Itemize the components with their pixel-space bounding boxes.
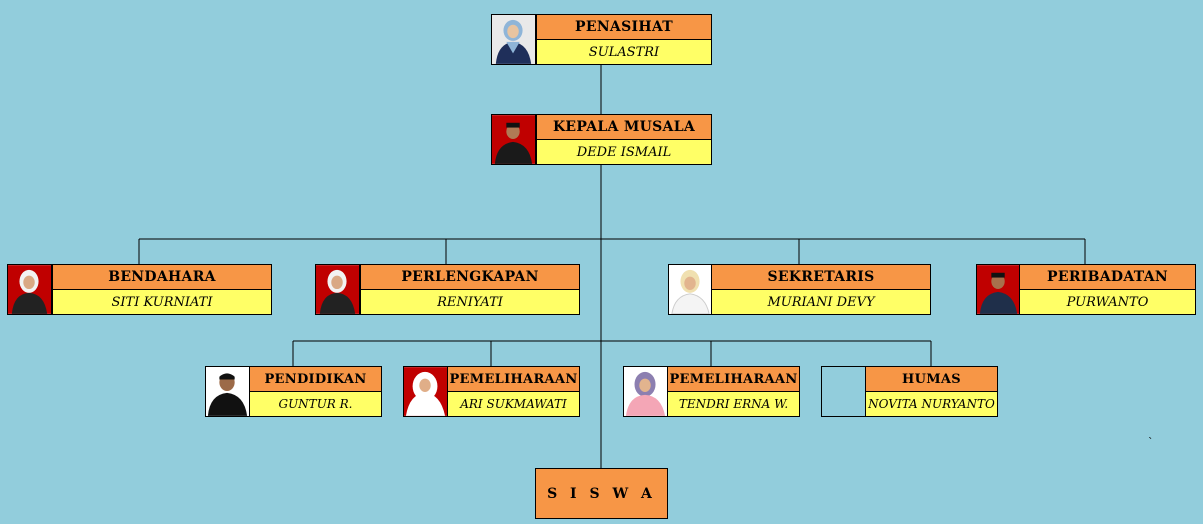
avatar-pemeliharaan-1	[403, 366, 448, 417]
node-title: HUMAS	[865, 366, 998, 392]
node-title: SEKRETARIS	[711, 264, 931, 290]
avatar-peribadatan	[976, 264, 1021, 315]
node-title: PERIBADATAN	[1019, 264, 1196, 290]
node-name: TENDRI ERNA W.	[667, 391, 800, 417]
node-title: PENASIHAT	[536, 14, 712, 40]
avatar-sekretaris	[668, 264, 713, 315]
node-siswa: S I S W A	[535, 468, 668, 519]
node-title: PENDIDIKAN	[249, 366, 382, 392]
avatar-kepala-musala	[491, 114, 536, 165]
avatar-humas-placeholder	[821, 366, 866, 417]
node-name: GUNTUR R.	[249, 391, 382, 417]
node-name: ARI SUKMAWATI	[447, 391, 580, 417]
avatar-penasihat	[491, 14, 536, 65]
node-title: KEPALA MUSALA	[536, 114, 712, 140]
avatar-bendahara	[7, 264, 52, 315]
node-name: DEDE ISMAIL	[536, 139, 712, 165]
node-name: NOVITA NURYANTO	[865, 391, 998, 417]
node-name: RENIYATI	[360, 289, 580, 315]
node-name: MURIANI DEVY	[711, 289, 931, 315]
avatar-perlengkapan	[315, 264, 360, 315]
node-title: PEMELIHARAAN	[667, 366, 800, 392]
node-name: SULASTRI	[536, 39, 712, 65]
node-title: PERLENGKAPAN	[360, 264, 580, 290]
node-title: BENDAHARA	[52, 264, 272, 290]
stray-mark: `	[1148, 436, 1154, 449]
avatar-pemeliharaan-2	[623, 366, 668, 417]
avatar-pendidikan	[205, 366, 250, 417]
node-title: PEMELIHARAAN	[447, 366, 580, 392]
node-name: SITI KURNIATI	[52, 289, 272, 315]
node-name: PURWANTO	[1019, 289, 1196, 315]
